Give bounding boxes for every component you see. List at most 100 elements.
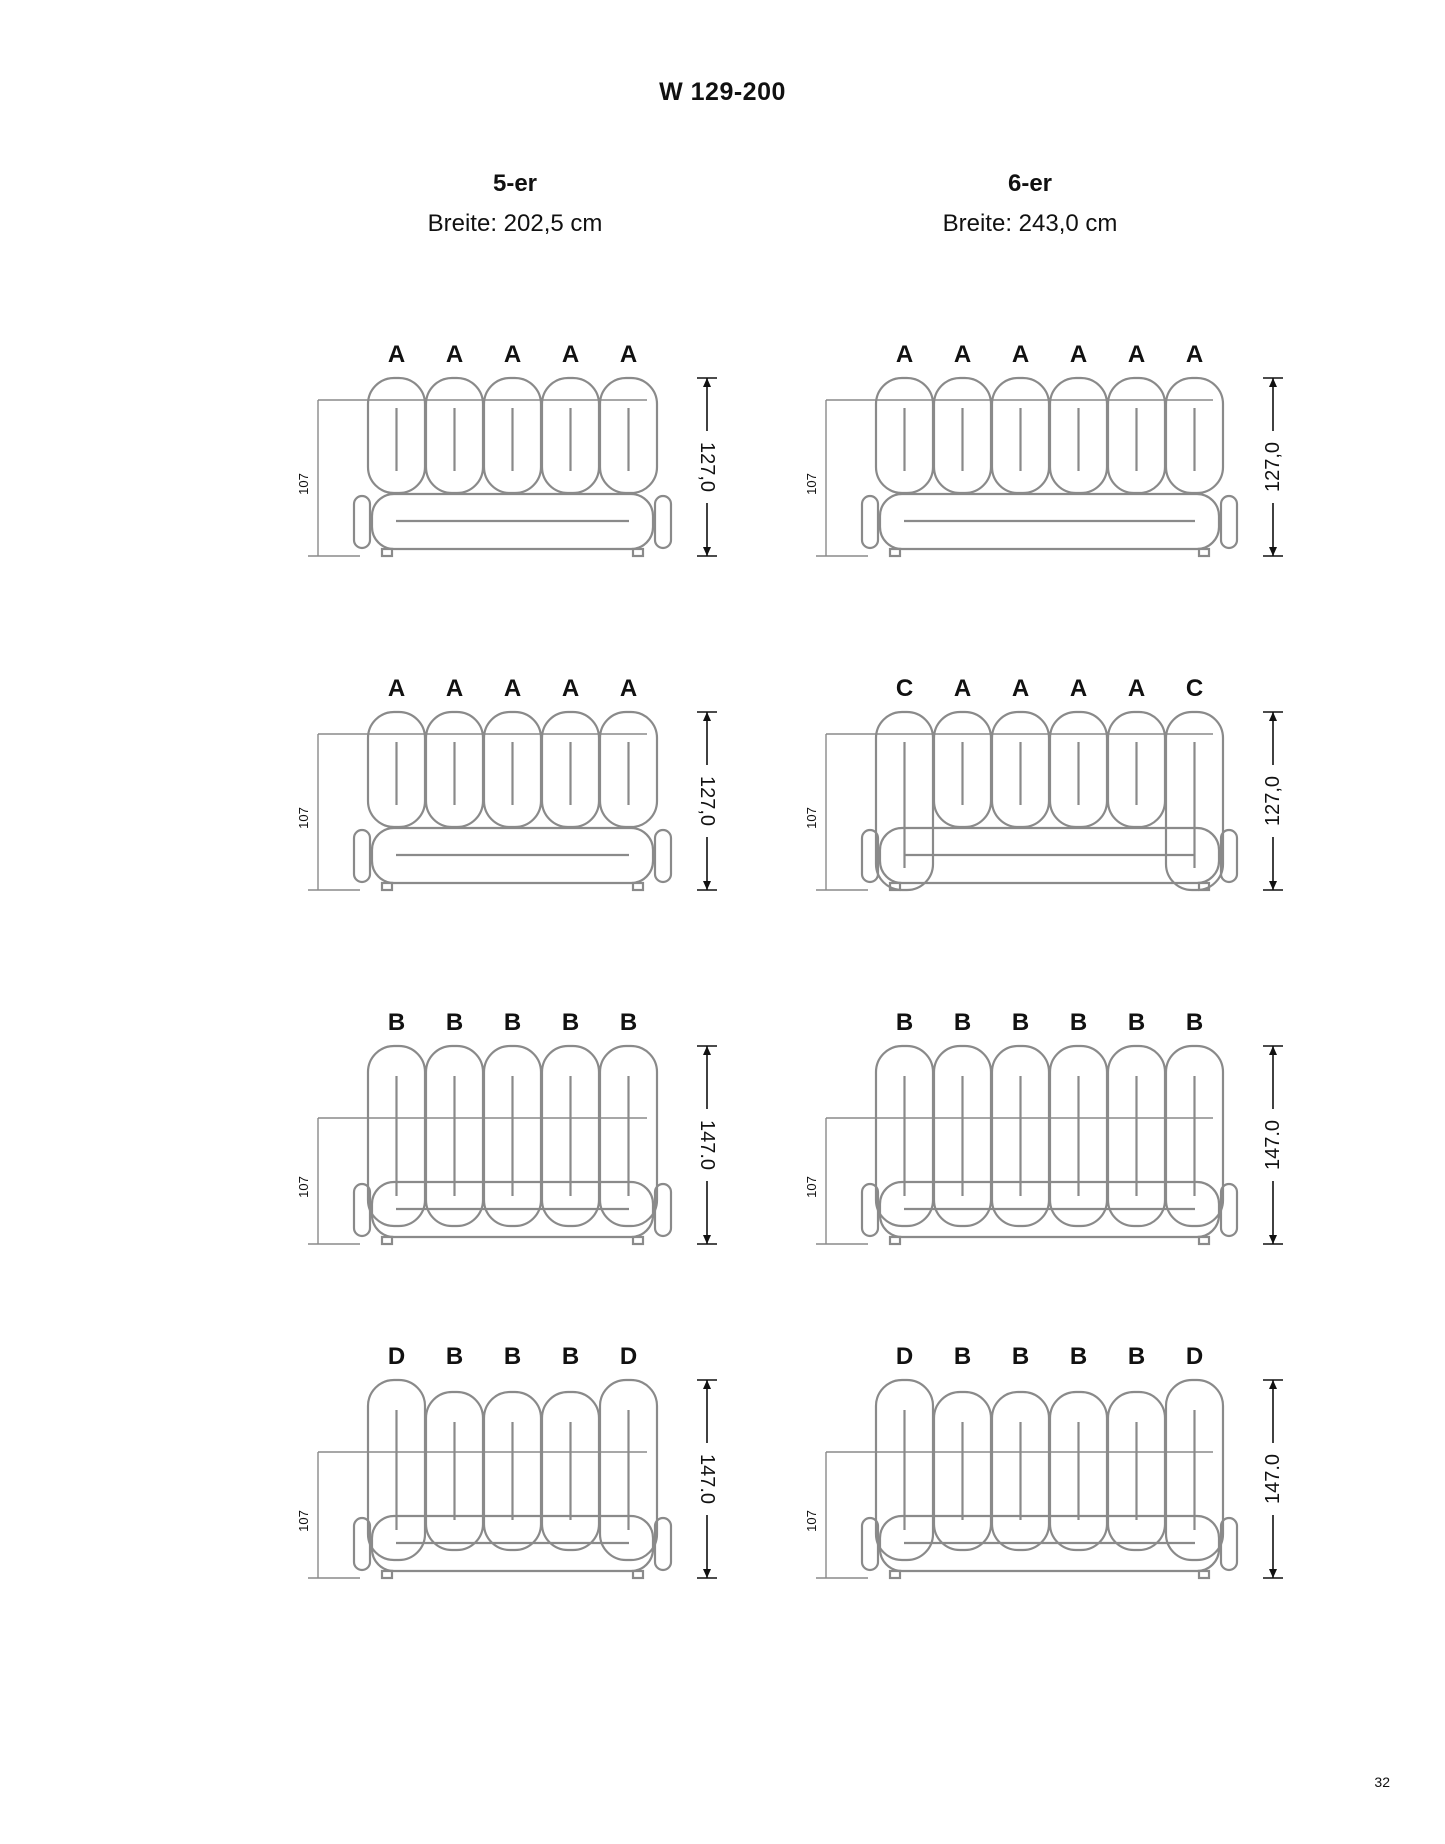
height-label-bg	[696, 1443, 718, 1515]
module-label: A	[504, 341, 521, 368]
height-label-bg	[1262, 1443, 1284, 1515]
sofa-foot	[380, 547, 394, 558]
sofa-foot	[1197, 1235, 1211, 1246]
module-label: A	[896, 341, 913, 368]
armrest-right	[653, 1516, 673, 1572]
module-label: A	[446, 675, 463, 702]
sofa-foot	[380, 1235, 394, 1246]
armrest-right	[1219, 494, 1239, 550]
armrest-right	[653, 828, 673, 884]
module-label: D	[1186, 1343, 1203, 1370]
module-label: D	[620, 1343, 637, 1370]
module-label: B	[504, 1343, 521, 1370]
sofa-foot	[380, 1569, 394, 1580]
module-label: B	[446, 1009, 463, 1036]
armrest-left	[352, 828, 372, 884]
sofa-foot	[631, 547, 645, 558]
seat-cushion	[878, 826, 1221, 885]
module-label: C	[1186, 675, 1203, 702]
page-title: W 129-200	[659, 78, 786, 106]
sofa-foot	[888, 1235, 902, 1246]
module-label: B	[1128, 1343, 1145, 1370]
sofa-foot	[888, 1569, 902, 1580]
page-number: 32	[1374, 1774, 1390, 1790]
height-label-bg	[1262, 431, 1284, 503]
back-cushion	[1164, 1378, 1225, 1562]
arrow-down-icon	[1269, 1235, 1277, 1244]
seat-height-label: 107	[804, 807, 819, 829]
seat-cushion	[878, 1180, 1221, 1239]
arrow-down-icon	[703, 547, 711, 556]
armrest-right	[1219, 1516, 1239, 1572]
height-label-bg	[1262, 1109, 1284, 1181]
seat-cushion	[878, 492, 1221, 551]
armrest-right	[653, 494, 673, 550]
height-label: 147.0	[1262, 1120, 1284, 1170]
module-label: B	[504, 1009, 521, 1036]
arrow-up-icon	[1269, 1380, 1277, 1389]
module-label: B	[1128, 1009, 1145, 1036]
module-label: A	[446, 341, 463, 368]
seat-height-label: 107	[804, 1176, 819, 1198]
seat-cushion	[370, 1514, 655, 1573]
seat-cushion	[370, 1180, 655, 1239]
module-label: B	[1012, 1343, 1029, 1370]
armrest-right	[1219, 828, 1239, 884]
module-label: A	[1070, 341, 1087, 368]
module-label: B	[1012, 1009, 1029, 1036]
armrest-left	[352, 494, 372, 550]
back-cushion	[1164, 1044, 1225, 1228]
arrow-down-icon	[1269, 881, 1277, 890]
module-label: A	[1012, 341, 1029, 368]
height-label: 127,0	[1262, 442, 1284, 492]
height-label: 127,0	[696, 442, 718, 492]
module-label: B	[562, 1009, 579, 1036]
sofa-foot	[888, 547, 902, 558]
arrow-down-icon	[1269, 1569, 1277, 1578]
module-label: B	[620, 1009, 637, 1036]
seat-height-label: 107	[296, 807, 311, 829]
sofa-foot	[380, 881, 394, 892]
module-label: B	[1070, 1009, 1087, 1036]
arrow-down-icon	[703, 881, 711, 890]
module-label: C	[896, 675, 913, 702]
sofa-foot	[1197, 547, 1211, 558]
column-header-5-seater: 5-er Breite: 202,5 cm	[325, 170, 705, 238]
module-label: B	[954, 1343, 971, 1370]
arrow-up-icon	[1269, 712, 1277, 721]
armrest-left	[352, 1182, 372, 1238]
height-label-bg	[696, 765, 718, 837]
module-label: B	[954, 1009, 971, 1036]
height-label-bg	[696, 1109, 718, 1181]
seat-height-label: 107	[804, 1510, 819, 1532]
seat-height-label: 107	[296, 473, 311, 495]
arrow-down-icon	[703, 1569, 711, 1578]
module-label: A	[620, 341, 637, 368]
height-label: 147.0	[1262, 1454, 1284, 1504]
seat-cushion	[370, 826, 655, 885]
seat-cushion	[878, 1514, 1221, 1573]
module-label: D	[388, 1343, 405, 1370]
arrow-up-icon	[703, 1380, 711, 1389]
module-label: A	[954, 675, 971, 702]
arrow-down-icon	[703, 1235, 711, 1244]
sofa-foot	[1197, 1569, 1211, 1580]
armrest-right	[653, 1182, 673, 1238]
module-label: B	[446, 1343, 463, 1370]
sofa-foot	[631, 1235, 645, 1246]
armrest-left	[860, 494, 880, 550]
armrest-left	[860, 1516, 880, 1572]
module-label: B	[1186, 1009, 1203, 1036]
height-label: 147.0	[696, 1454, 718, 1504]
column-name: 6-er	[1007, 170, 1053, 197]
armrest-left	[352, 1516, 372, 1572]
armrest-right	[1219, 1182, 1239, 1238]
